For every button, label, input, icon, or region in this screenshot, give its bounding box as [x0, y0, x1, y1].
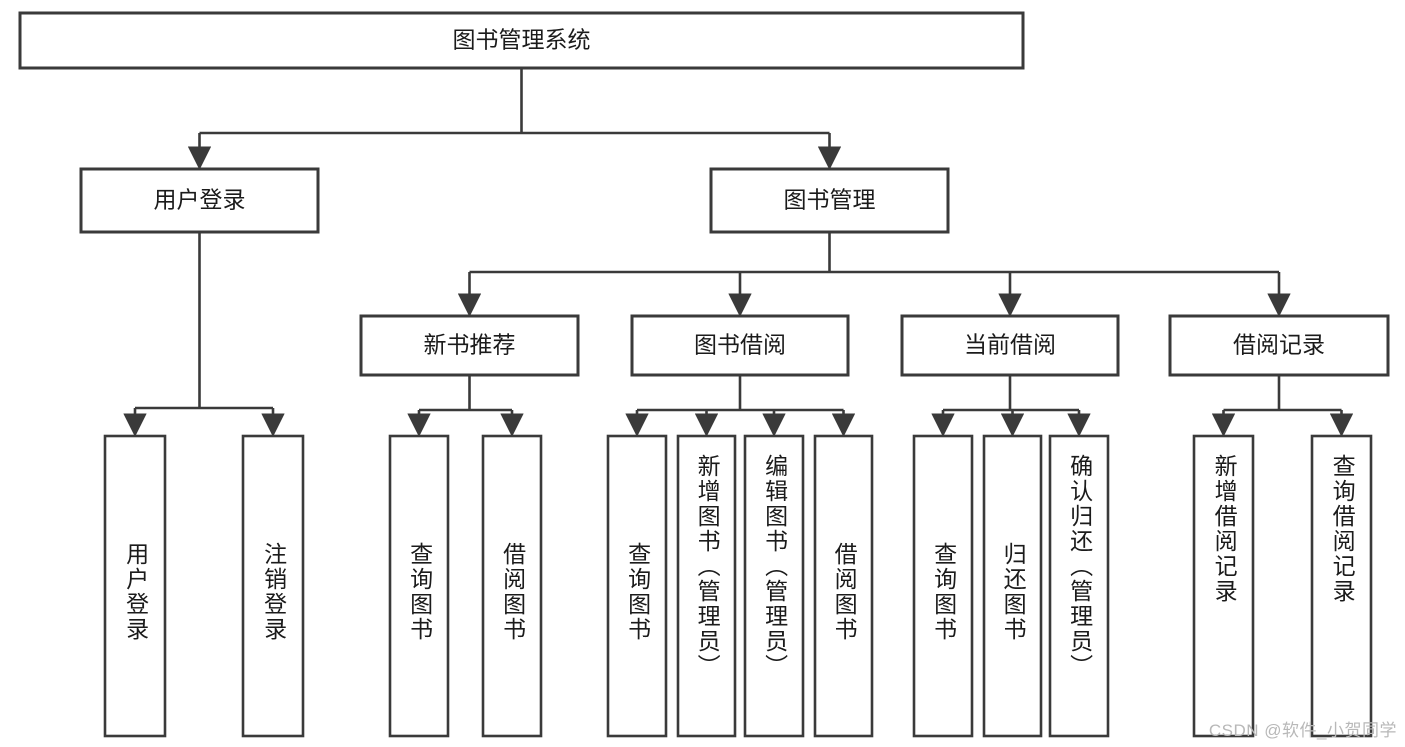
node-book-borrow-box[interactable] — [630, 314, 850, 377]
node-leaf-query-book-1-box[interactable] — [388, 434, 450, 738]
node-new-book-recommend-box[interactable] — [359, 314, 580, 377]
node-new-book-recommend-label: 新书推荐 — [424, 332, 516, 358]
node-leaf-borrow-book-2-box[interactable] — [813, 434, 874, 738]
node-borrow-record-label: 借阅记录 — [1233, 332, 1325, 358]
node-leaf-query-book-3-box[interactable] — [912, 434, 974, 738]
node-current-borrow-box[interactable] — [900, 314, 1120, 377]
node-current-borrow-label: 当前借阅 — [964, 332, 1056, 358]
node-book-borrow-label: 图书借阅 — [694, 332, 786, 358]
node-book-manage-box[interactable] — [709, 167, 950, 234]
node-root-label: 图书管理系统 — [453, 27, 591, 53]
node-leaf-query-record-box[interactable] — [1310, 434, 1373, 738]
node-leaf-user-login-box[interactable] — [103, 434, 167, 738]
node-borrow-record-box[interactable] — [1168, 314, 1390, 377]
node-leaf-edit-book-box[interactable] — [743, 434, 805, 738]
node-leaf-return-book-box[interactable] — [982, 434, 1043, 738]
node-user-login-box[interactable] — [79, 167, 320, 234]
watermark-text: CSDN @软件_小贺同学 — [1208, 721, 1397, 740]
node-book-manage-label: 图书管理 — [784, 187, 876, 213]
node-leaf-add-book-box[interactable] — [676, 434, 737, 738]
node-leaf-add-record-box[interactable] — [1192, 434, 1255, 738]
node-leaf-query-book-2-box[interactable] — [606, 434, 668, 738]
node-leaf-borrow-book-1-box[interactable] — [481, 434, 543, 738]
connector-links — [123, 68, 1354, 437]
node-leaf-confirm-return-box[interactable] — [1048, 434, 1110, 738]
node-leaf-user-logout-box[interactable] — [241, 434, 305, 738]
node-boxes — [18, 11, 1390, 738]
node-root-box[interactable] — [18, 11, 1025, 70]
node-user-login-label: 用户登录 — [154, 187, 246, 213]
